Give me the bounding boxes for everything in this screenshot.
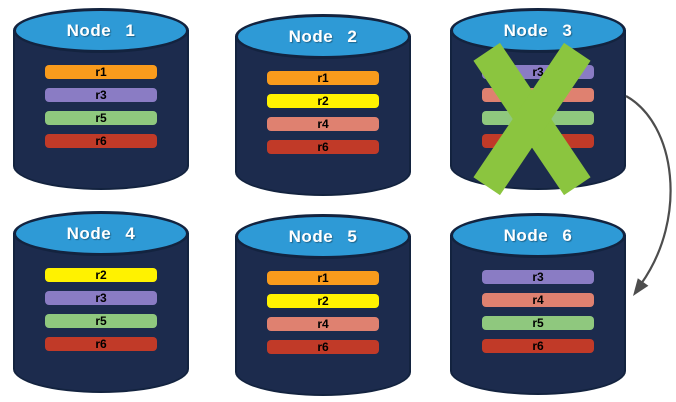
replica-bar: r5 <box>482 316 594 330</box>
node-2: Node 2 r1 r2 r4 r6 <box>235 14 411 196</box>
replica-bar: r5 <box>45 111 157 125</box>
cylinder-body <box>235 236 411 396</box>
replica-bar: r4 <box>267 317 379 331</box>
replica-bar: r4 <box>482 293 594 307</box>
cylinder-body <box>13 30 189 190</box>
node-1: Node 1 r1 r3 r5 r6 <box>13 8 189 190</box>
cylinder-top: Node 2 <box>235 14 411 59</box>
cylinder-body <box>450 235 626 395</box>
cylinder-top: Node 6 <box>450 213 626 258</box>
replica-bar: r6 <box>482 339 594 353</box>
replica-list: r2 r3 r5 r6 <box>45 268 157 351</box>
replica-bar: r3 <box>45 291 157 305</box>
replica-bar: r2 <box>267 294 379 308</box>
node-title: Node 1 <box>66 20 136 40</box>
replica-bar: r1 <box>45 65 157 79</box>
arrow-head-icon <box>633 278 649 296</box>
replica-bar: r3 <box>482 270 594 284</box>
node-title: Node 4 <box>66 223 136 243</box>
cylinder-top: Node 5 <box>235 214 411 259</box>
cylinder-top: Node 1 <box>13 8 189 53</box>
arrow-curve <box>625 95 672 285</box>
node-title: Node 6 <box>503 225 573 245</box>
failure-x-mark <box>473 42 591 196</box>
replica-bar: r6 <box>45 337 157 351</box>
replica-bar: r2 <box>45 268 157 282</box>
node-5: Node 5 r1 r2 r4 r6 <box>235 214 411 396</box>
replica-bar: r5 <box>45 314 157 328</box>
cylinder-top: Node 3 <box>450 8 626 53</box>
replica-bar: r4 <box>267 117 379 131</box>
replica-bar: r6 <box>45 134 157 148</box>
replica-bar: r1 <box>267 71 379 85</box>
replica-bar: r6 <box>267 140 379 154</box>
replica-bar: r3 <box>45 88 157 102</box>
cylinder-top: Node 4 <box>13 211 189 256</box>
node-6: Node 6 r3 r4 r5 r6 <box>450 213 626 395</box>
replica-list: r1 r3 r5 r6 <box>45 65 157 148</box>
node-4: Node 4 r2 r3 r5 r6 <box>13 211 189 393</box>
node-title: Node 2 <box>288 26 358 46</box>
node-3: Node 3 r3 r4 r5 r6 <box>450 8 626 196</box>
replica-list: r1 r2 r4 r6 <box>267 271 379 354</box>
replica-bar: r2 <box>267 94 379 108</box>
replica-bar: r6 <box>267 340 379 354</box>
replica-list: r3 r4 r5 r6 <box>482 270 594 353</box>
cylinder-body <box>13 233 189 393</box>
cylinder-body <box>235 36 411 196</box>
node-title: Node 5 <box>288 226 358 246</box>
replica-list: r1 r2 r4 r6 <box>267 71 379 154</box>
replica-bar: r1 <box>267 271 379 285</box>
node-title: Node 3 <box>503 20 573 40</box>
